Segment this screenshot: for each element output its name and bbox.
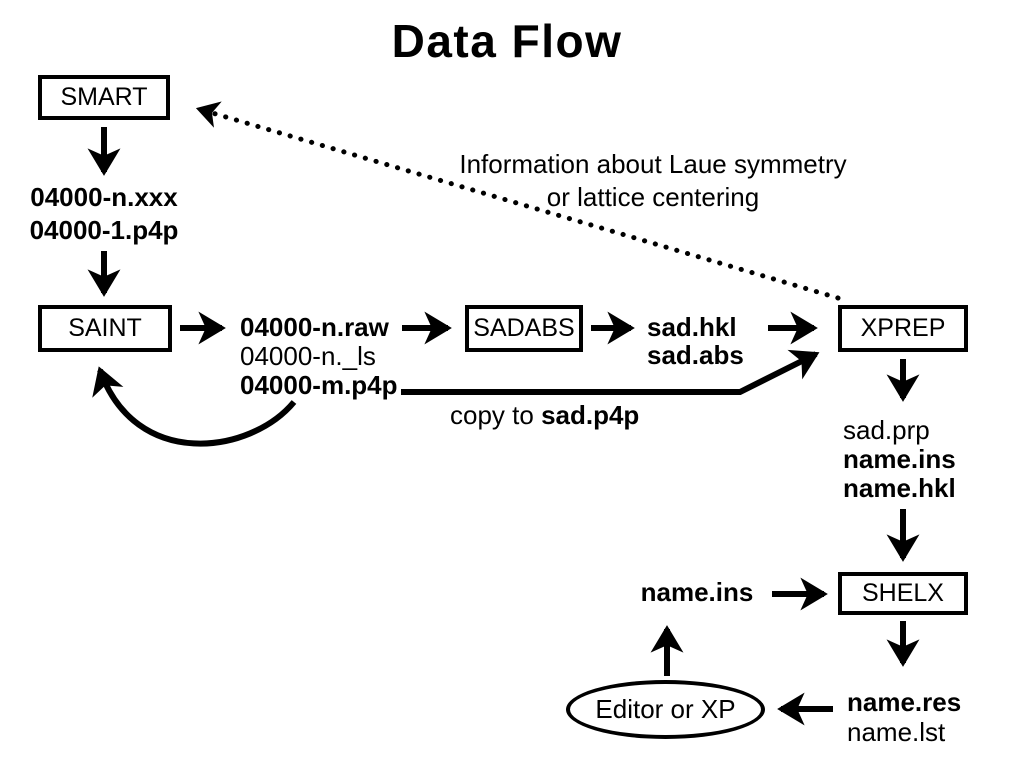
smart-output-files: 04000-n.xxx 04000-1.p4p — [4, 181, 204, 247]
file-label: 04000-n.raw — [240, 312, 389, 342]
shelx-output-files: name.res name.lst — [847, 687, 961, 747]
node-smart-label: SMART — [60, 83, 148, 111]
page-title: Data Flow — [391, 15, 623, 67]
laue-note-line2: or lattice centering — [546, 182, 760, 212]
node-sadabs-label: SADABS — [473, 314, 575, 342]
node-xprep: XPREP — [838, 305, 968, 352]
node-xprep-label: XPREP — [860, 314, 946, 342]
file-label: sad.abs — [647, 340, 744, 370]
xprep-output-files: sad.prp name.ins name.hkl — [843, 416, 956, 503]
file-label: 04000-n._ls — [240, 341, 376, 371]
copy-note-filename: sad.p4p — [541, 400, 640, 430]
node-saint-label: SAINT — [68, 314, 142, 342]
file-label: name.hkl — [843, 473, 956, 503]
sadabs-output-files: sad.hkl sad.abs — [647, 313, 744, 369]
arrow-p4p-copy-to-xprep — [401, 349, 820, 395]
file-label: name.res — [847, 687, 962, 717]
node-editor-label: Editor or XP — [595, 694, 736, 724]
node-shelx-label: SHELX — [862, 579, 944, 607]
file-label: sad.prp — [843, 415, 930, 445]
file-label: 04000-m.p4p — [240, 370, 398, 400]
arrow-p4p-loop-to-saint — [92, 366, 297, 447]
node-smart: SMART — [38, 75, 170, 120]
file-label: name.ins — [843, 444, 956, 474]
file-label: name.lst — [847, 717, 946, 747]
node-editor-or-xp: Editor or XP — [566, 680, 765, 739]
laue-symmetry-note: Information about Laue symmetry or latti… — [453, 148, 853, 214]
arrow-dotted-xprep-to-smart — [195, 101, 841, 301]
copy-note-prefix: copy to — [450, 400, 542, 430]
copy-note: copy to sad.p4p — [450, 402, 639, 428]
file-label: 04000-1.p4p — [29, 215, 179, 245]
node-shelx: SHELX — [838, 572, 968, 615]
file-label: sad.hkl — [647, 312, 737, 342]
laue-note-line1: Information about Laue symmetry — [459, 149, 847, 179]
node-saint: SAINT — [38, 305, 172, 352]
file-label: 04000-n.xxx — [30, 182, 178, 212]
node-sadabs: SADABS — [465, 305, 583, 352]
shelx-input-file: name.ins — [640, 577, 754, 607]
saint-output-files: 04000-n.raw 04000-n._ls 04000-m.p4p — [240, 313, 398, 400]
